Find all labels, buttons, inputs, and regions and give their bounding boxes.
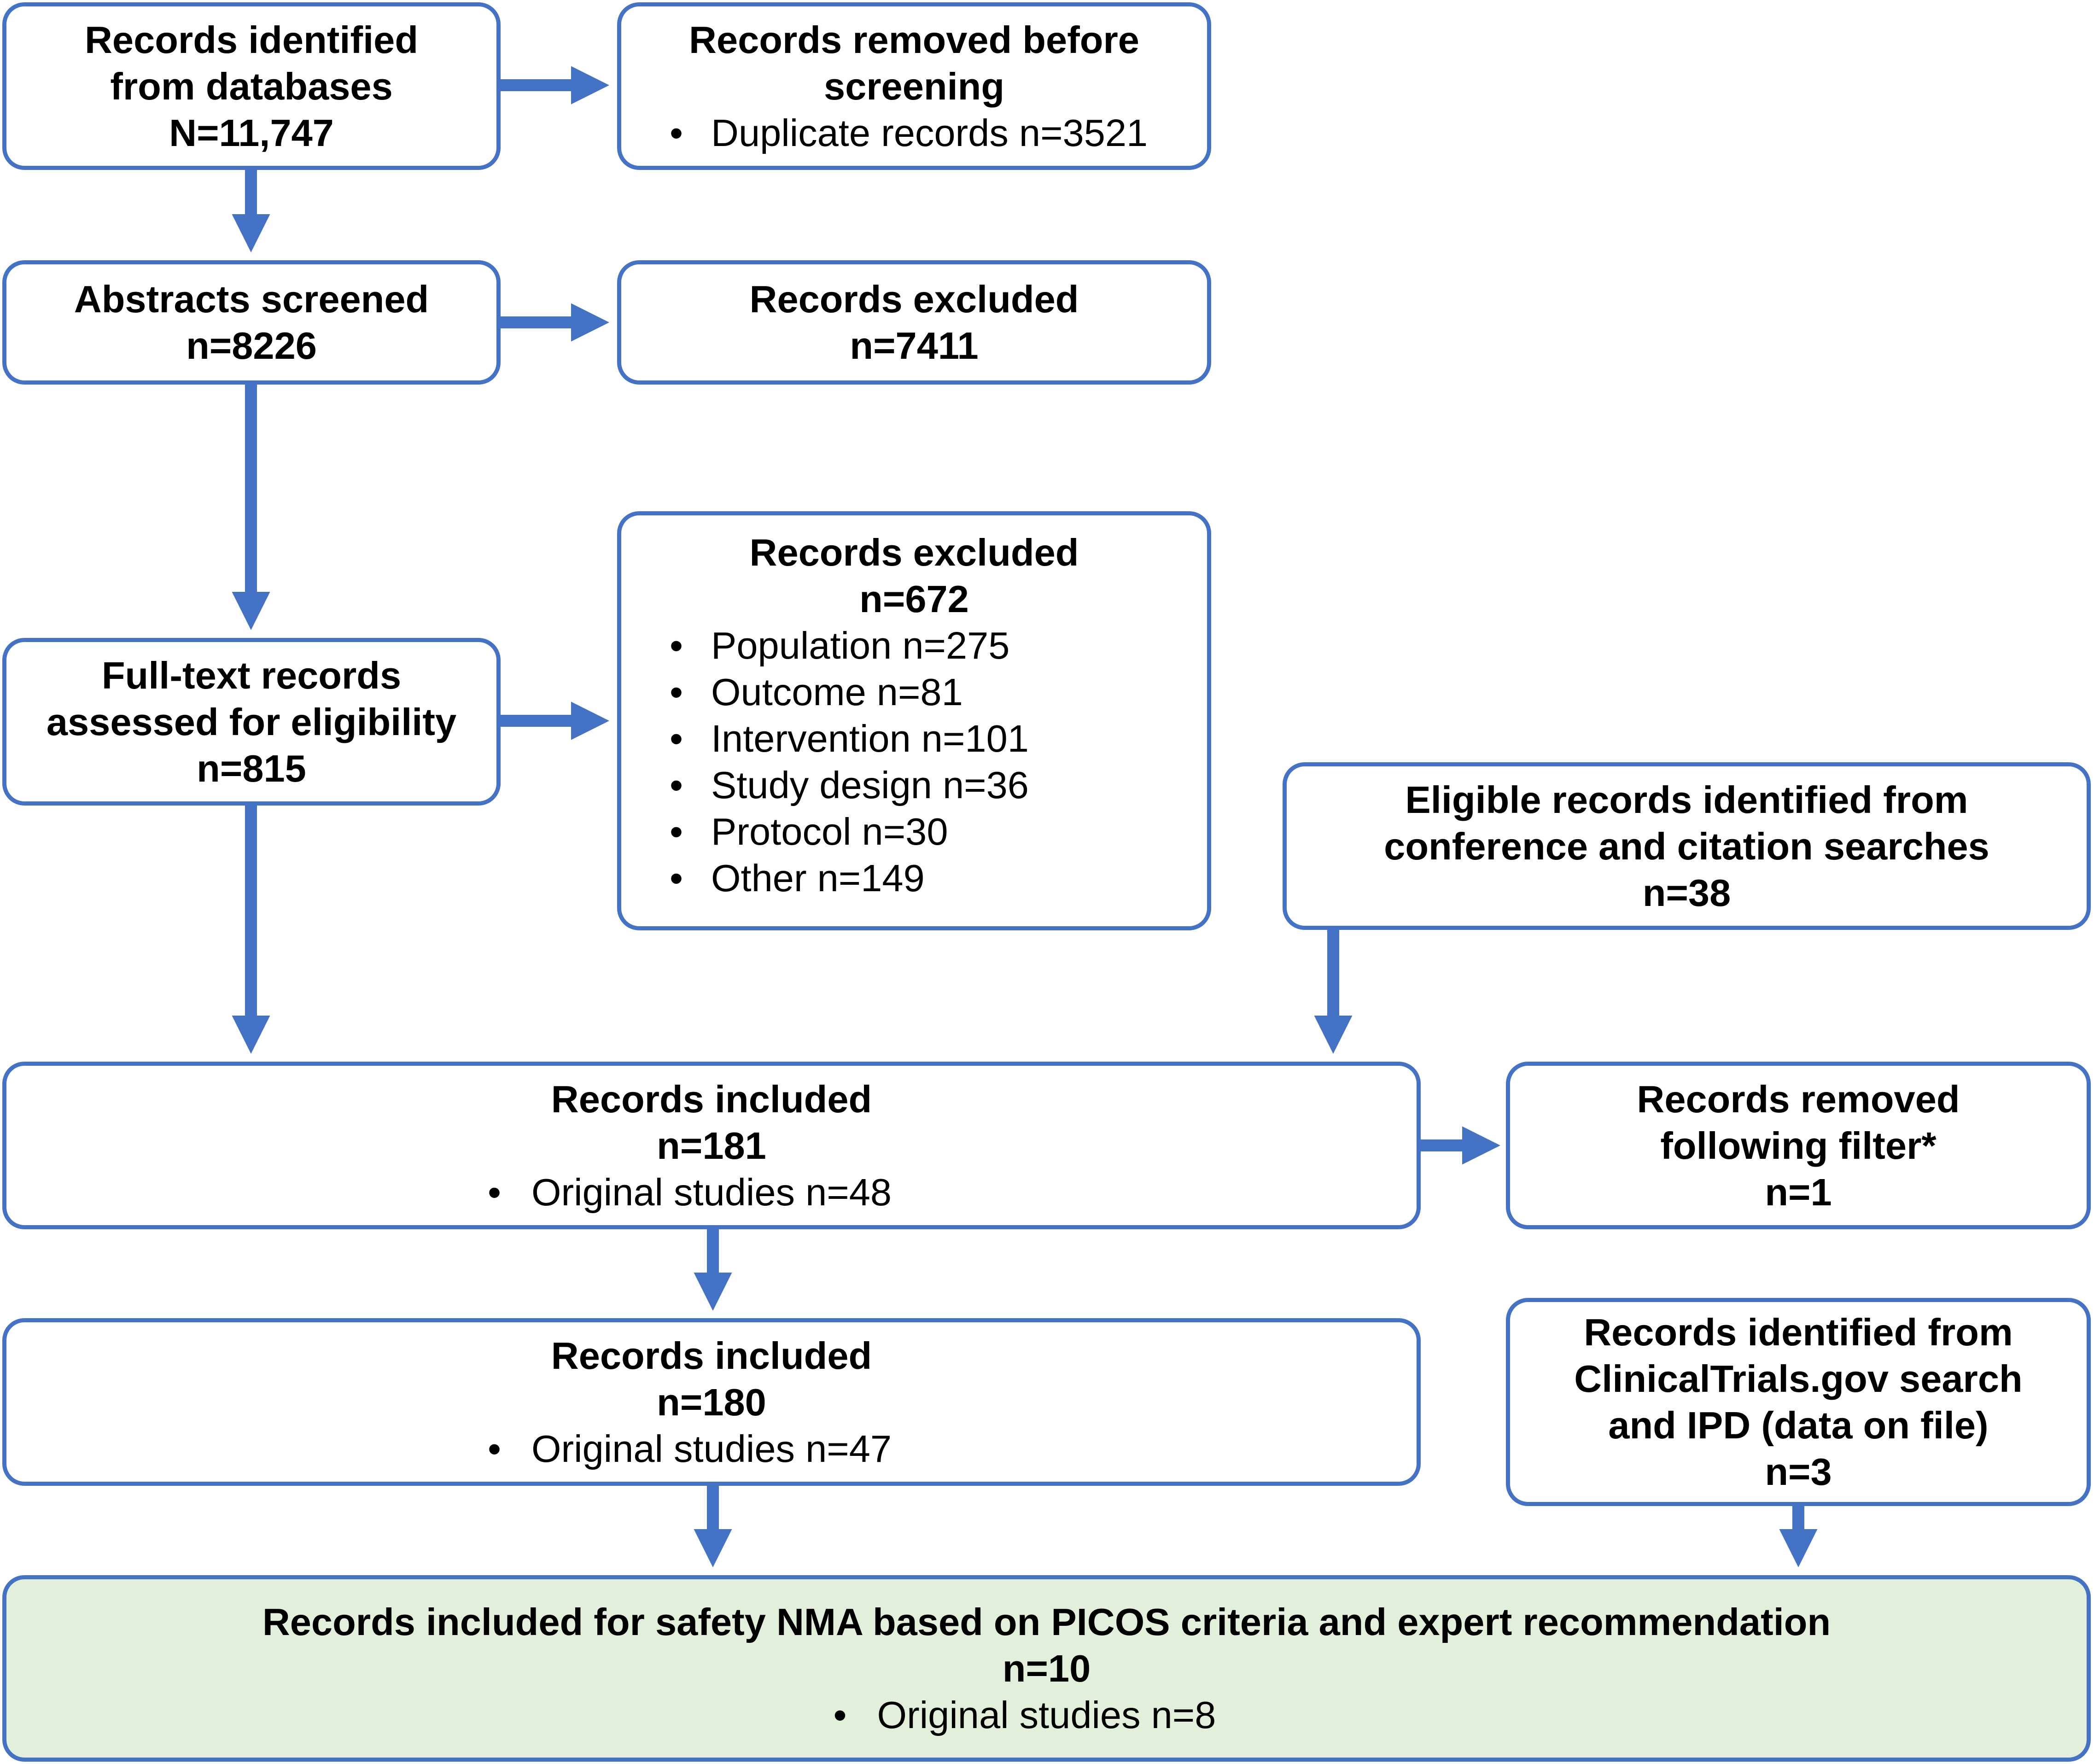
bullet-item: Duplicate records n=3521 [635, 110, 1193, 156]
records-included-181-box: Records included n=181 Original studies … [2, 1062, 1421, 1229]
box-title: Records identified [84, 18, 419, 61]
bullet-list: Original studies n=8 [834, 1692, 1216, 1738]
box-count: n=8226 [186, 324, 317, 367]
bullet-item: Outcome n=81 [635, 669, 1193, 715]
box-title: Records excluded [749, 531, 1079, 574]
box-title: ClinicalTrials.gov search [1574, 1357, 2023, 1400]
box-count: n=815 [197, 747, 306, 790]
box-title: conference and citation searches [1384, 824, 1989, 868]
box-count: N=11,747 [169, 111, 334, 154]
bullet-item: Study design n=36 [635, 762, 1193, 808]
box-title: Records removed before [689, 18, 1139, 61]
box-count: n=181 [657, 1124, 766, 1167]
box-title: and IPD (data on file) [1608, 1404, 1989, 1447]
bullet-list: Original studies n=48 [488, 1169, 892, 1215]
records-removed-filter-box: Records removed following filter* n=1 [1506, 1062, 2091, 1229]
bullet-item: Protocol n=30 [635, 808, 1193, 855]
bullet-item: Original studies n=8 [834, 1692, 1216, 1738]
box-title: Records removed [1637, 1077, 1960, 1121]
exclusion-reasons-list: Population n=275 Outcome n=81 Interventi… [635, 622, 1193, 901]
box-count: n=180 [657, 1380, 766, 1424]
box-title: Abstracts screened [74, 278, 429, 321]
box-title: Records identified from [1584, 1311, 2013, 1354]
final-included-box: Records included for safety NMA based on… [2, 1575, 2091, 1762]
fulltext-assessed-box: Full-text records assessed for eligibili… [2, 638, 501, 806]
records-excluded-abstracts-box: Records excluded n=7411 [617, 260, 1211, 385]
box-title: screening [823, 64, 1005, 108]
records-identified-box: Records identified from databases N=11,7… [2, 2, 501, 170]
conference-citation-box: Eligible records identified from confere… [1283, 762, 2091, 930]
box-count: n=3 [1765, 1450, 1832, 1493]
bullet-item: Original studies n=48 [488, 1169, 892, 1215]
box-count: n=1 [1765, 1170, 1832, 1214]
clinicaltrials-ipd-box: Records identified from ClinicalTrials.g… [1506, 1298, 2091, 1506]
bullet-item: Original studies n=47 [488, 1425, 892, 1472]
box-title: Records included [551, 1334, 872, 1377]
bullet-list: Original studies n=47 [488, 1425, 892, 1472]
records-included-180-box: Records included n=180 Original studies … [2, 1318, 1421, 1486]
box-title: Records included [551, 1077, 872, 1121]
box-count: n=7411 [850, 324, 979, 367]
box-title: Records excluded [749, 278, 1079, 321]
bullet-item: Population n=275 [635, 622, 1193, 669]
bullet-item: Other n=149 [635, 855, 1193, 901]
records-excluded-fulltext-box: Records excluded n=672 Population n=275 … [617, 511, 1211, 930]
box-count: n=10 [1002, 1647, 1091, 1690]
bullet-list: Duplicate records n=3521 [635, 110, 1193, 156]
box-title: assessed for eligibility [46, 700, 457, 743]
box-title: from databases [110, 64, 393, 108]
box-title: following filter* [1660, 1124, 1937, 1167]
bullet-item: Intervention n=101 [635, 715, 1193, 762]
box-title: Records included for safety NMA based on… [262, 1600, 1831, 1643]
box-count: n=38 [1642, 871, 1731, 914]
box-title: Eligible records identified from [1405, 778, 1968, 821]
box-count: n=672 [859, 578, 969, 620]
abstracts-screened-box: Abstracts screened n=8226 [2, 260, 501, 385]
records-removed-before-screening-box: Records removed before screening Duplica… [617, 2, 1211, 170]
box-title: Full-text records [101, 654, 402, 697]
